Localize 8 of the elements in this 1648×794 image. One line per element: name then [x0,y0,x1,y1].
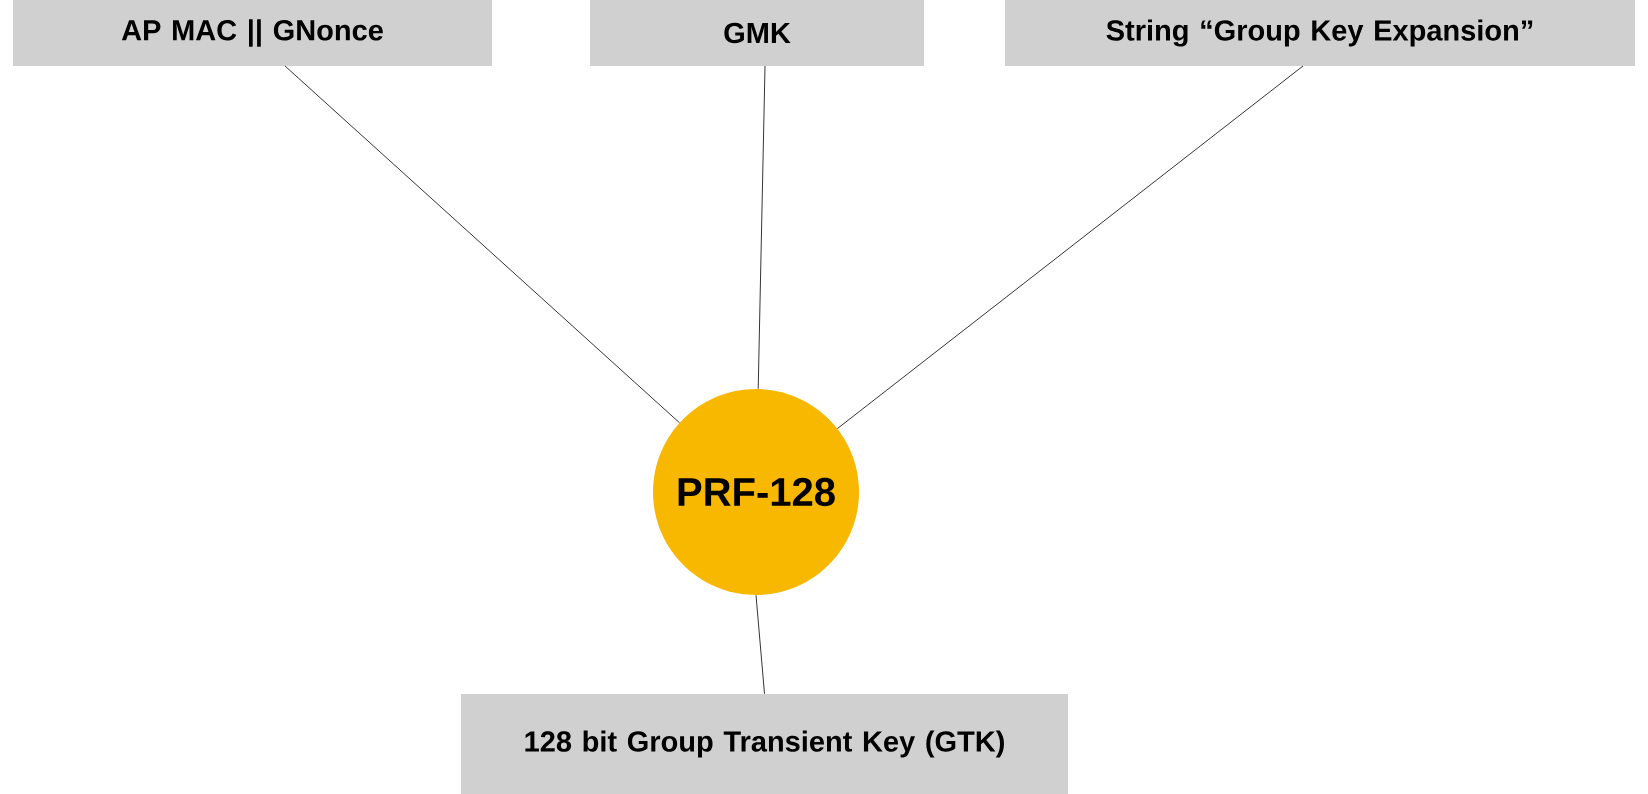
connector-line [284,65,680,424]
connector-line [755,594,765,695]
process-box: 128 bit Group Transient Key (GTK) [461,694,1068,794]
connector-line [837,65,1304,429]
connector-line [757,65,766,390]
process-box: AP MAC || GNonce [13,0,492,66]
process-box: GMK [590,0,924,66]
process-box: String “Group Key Expansion” [1005,0,1635,66]
